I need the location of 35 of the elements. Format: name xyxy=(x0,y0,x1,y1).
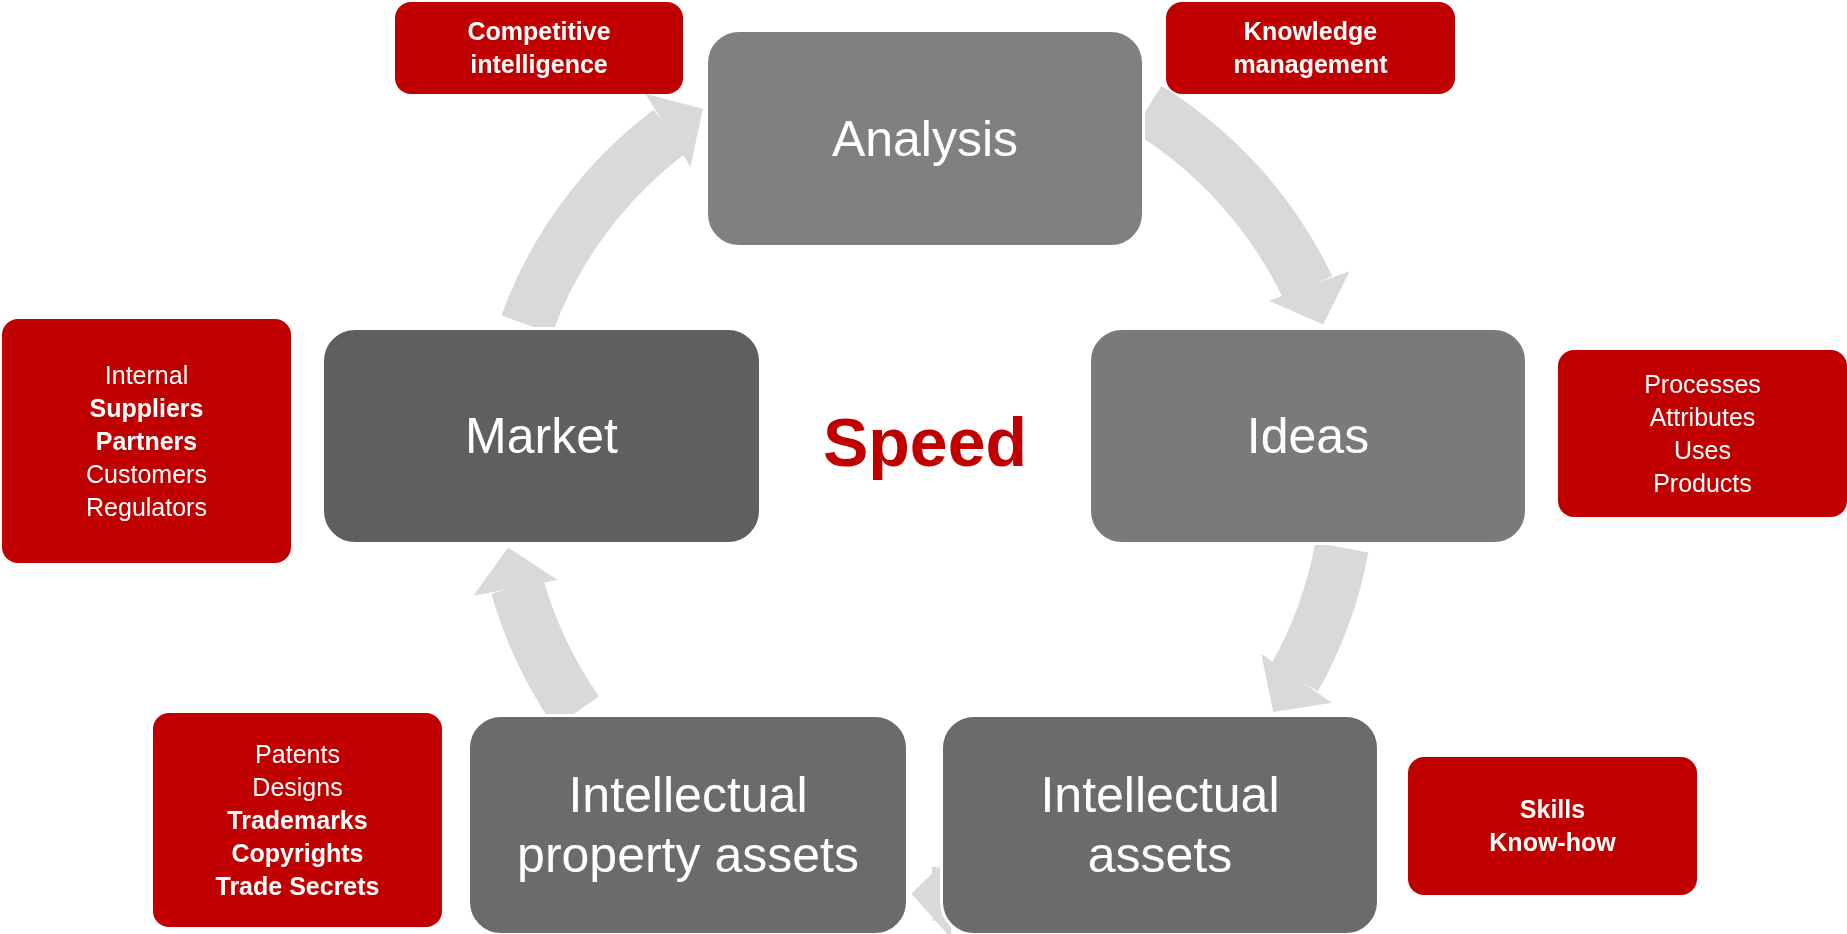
note-text: Customers xyxy=(86,458,207,490)
note-text: Partners xyxy=(95,425,198,457)
note-box xyxy=(395,2,683,94)
note-text: Trademarks xyxy=(227,804,368,836)
note-text: Knowledge management xyxy=(1232,16,1389,80)
note-box xyxy=(1166,2,1455,94)
step-label: Intellectual property assets xyxy=(516,766,860,885)
step-label: Analysis xyxy=(831,109,1019,169)
note-text: Uses xyxy=(1674,434,1731,466)
note-box xyxy=(2,319,291,563)
note-box xyxy=(1408,757,1697,895)
note-text: Know-how xyxy=(1489,827,1616,858)
note-text: Trade Secrets xyxy=(215,870,380,902)
note-text: Products xyxy=(1653,467,1752,499)
process-box xyxy=(321,327,762,545)
step-label: Intellectual assets xyxy=(1039,766,1281,885)
note-text: Regulators xyxy=(86,491,207,523)
note-text: Copyrights xyxy=(231,837,364,869)
note-text: Designs xyxy=(252,771,343,803)
note-box xyxy=(1558,350,1847,517)
note-text: Patents xyxy=(255,738,340,770)
note-box xyxy=(153,713,442,927)
note-text: Competitive intelligence xyxy=(466,16,612,80)
note-text: Attributes xyxy=(1649,401,1756,433)
process-box xyxy=(467,714,909,934)
step-label: Market xyxy=(465,407,618,466)
center-title: Speed xyxy=(822,403,1028,481)
note-text: Internal xyxy=(104,359,189,391)
step-label: Ideas xyxy=(1246,407,1370,466)
process-box xyxy=(705,29,1145,248)
process-box xyxy=(1088,327,1528,545)
process-box xyxy=(940,714,1380,934)
note-text: Suppliers xyxy=(89,392,204,424)
note-text: Processes xyxy=(1644,368,1761,400)
note-text: Skills xyxy=(1519,794,1586,825)
